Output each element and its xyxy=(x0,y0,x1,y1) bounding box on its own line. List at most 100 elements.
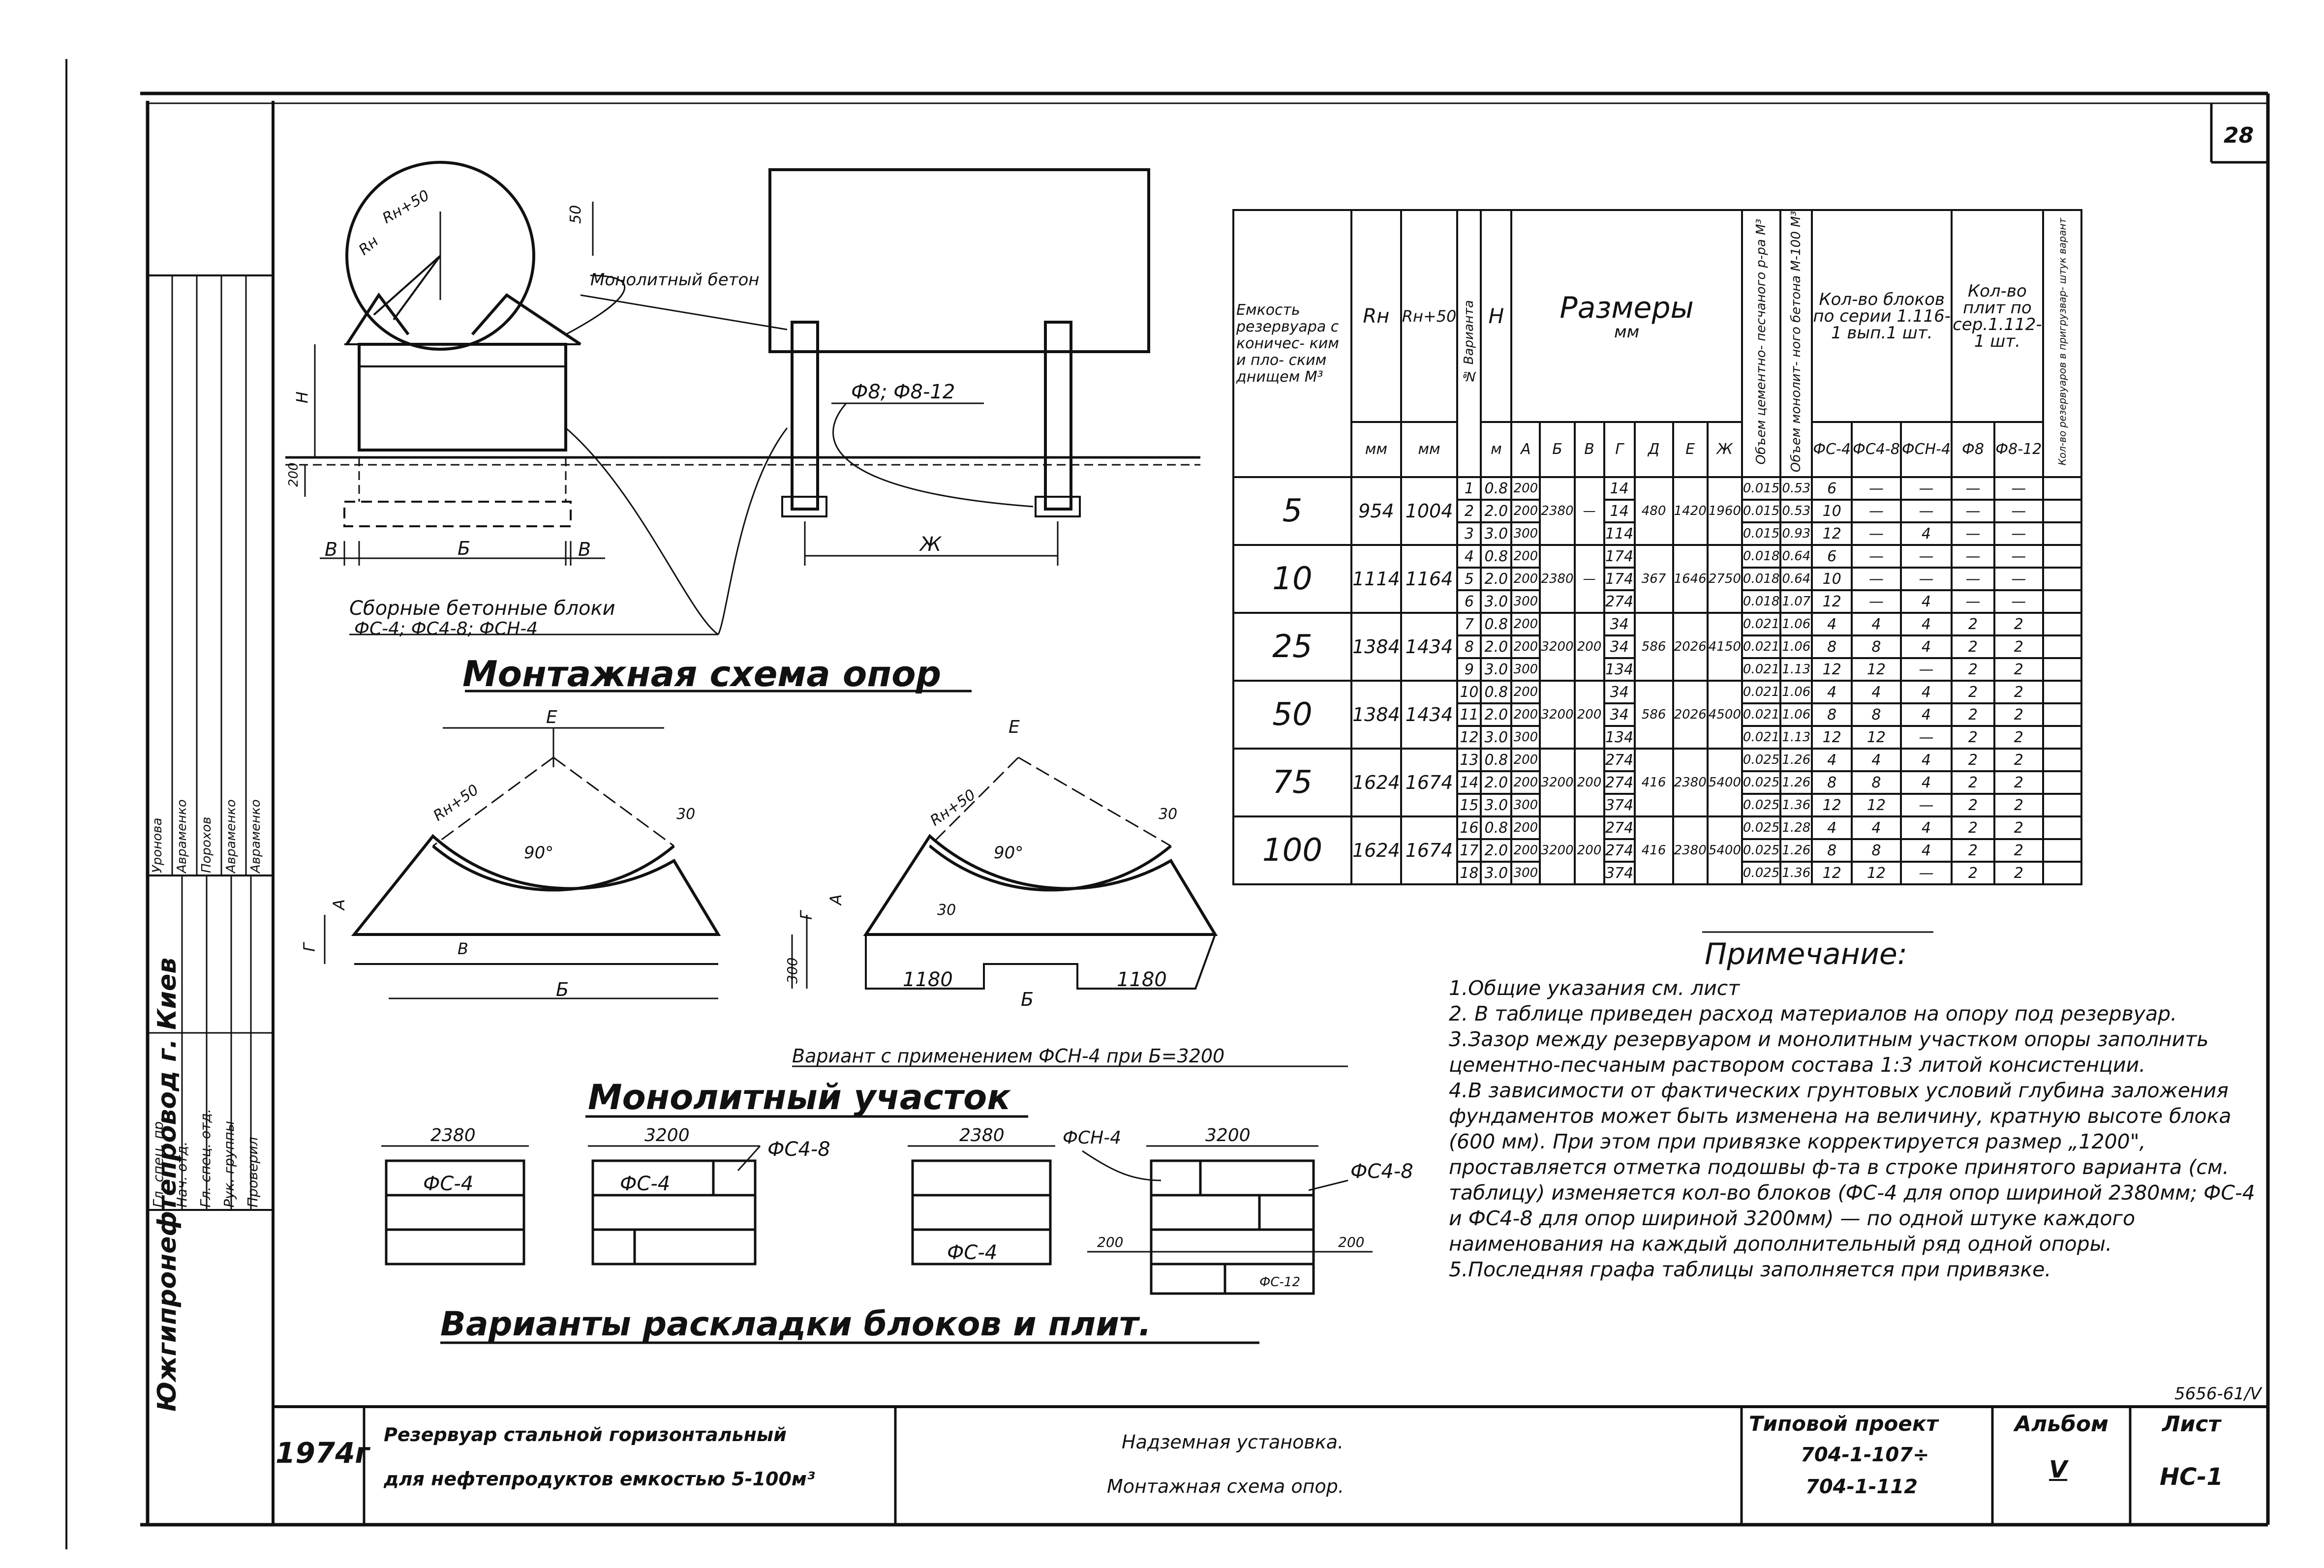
cell-vol1: 0.025 xyxy=(1741,815,1782,841)
cell-fs48: — xyxy=(1851,589,1902,614)
label-dim-200: 200 xyxy=(286,462,301,487)
cell-fs4: 6 xyxy=(1811,544,1853,569)
cell-a: 200 xyxy=(1510,748,1541,773)
cell-g: 274 xyxy=(1603,815,1636,841)
hdr-capacity: Емкость резервуара с коничес- ким и пло-… xyxy=(1232,209,1352,479)
cell-fsn4: 4 xyxy=(1899,815,1953,841)
letter-zh: Ж xyxy=(1706,421,1743,479)
cell-b: 3200 xyxy=(1539,748,1576,818)
cell-f8: 2 xyxy=(1951,815,1995,841)
role-2: Гл. спец. отд. xyxy=(197,1109,214,1207)
cell-fs48: — xyxy=(1851,476,1902,501)
label-dim1180-r: 1180 xyxy=(1117,968,1167,991)
cell-variant: 8 xyxy=(1456,634,1482,660)
cell-variant: 11 xyxy=(1456,702,1482,727)
tb-title-2: для нефтепродуктов емкостью 5-100м³ xyxy=(384,1468,815,1490)
cell-variant: 15 xyxy=(1456,793,1482,818)
cell-vol1: 0.021 xyxy=(1741,657,1782,682)
label-d2380-a: 2380 xyxy=(430,1125,476,1146)
cell-capacity: 5 xyxy=(1232,476,1352,546)
cell-vol2: 1.36 xyxy=(1779,861,1813,886)
cell-fs48: 4 xyxy=(1851,815,1902,841)
cell-fs48: 4 xyxy=(1851,680,1902,705)
cell-h: 2.0 xyxy=(1480,702,1513,727)
hdr-plates: Кол-во плит по сер.1.112-1 шт. xyxy=(1951,209,2044,423)
cell-anchor xyxy=(2042,521,2082,546)
cell-fsn4: — xyxy=(1899,567,1953,592)
cell-h: 3.0 xyxy=(1480,657,1513,682)
cell-f812: — xyxy=(1993,544,2044,569)
cell-vol1: 0.025 xyxy=(1741,748,1782,773)
cell-anchor xyxy=(2042,589,2082,614)
cell-d: 480 xyxy=(1633,476,1674,546)
cell-vol1: 0.015 xyxy=(1741,499,1782,524)
cell-f812: 2 xyxy=(1993,725,2044,750)
cell-h: 0.8 xyxy=(1480,680,1513,705)
cell-anchor xyxy=(2042,748,2082,773)
name-3: Авраменко xyxy=(224,799,239,873)
cell-rn: 1114 xyxy=(1350,544,1402,614)
cell-f812: 2 xyxy=(1993,657,2044,682)
cell-vol2: 1.06 xyxy=(1779,702,1813,727)
label-fs48-b: ФС4-8 xyxy=(1350,1160,1413,1183)
cell-variant: 10 xyxy=(1456,680,1482,705)
note-4: 4.В зависимости от фактических грунтовых… xyxy=(1449,1079,2255,1256)
tb-desc-1: Надземная установка. xyxy=(1122,1431,1344,1453)
cell-a: 200 xyxy=(1510,770,1541,795)
cell-e: 1646 xyxy=(1672,544,1709,614)
cell-h: 2.0 xyxy=(1480,770,1513,795)
cell-f812: — xyxy=(1993,567,2044,592)
label-dim30-right2: 30 xyxy=(937,902,956,919)
label-fsn4: ФСН-4 xyxy=(1063,1128,1121,1148)
cell-fsn4: 4 xyxy=(1899,748,1953,773)
cell-f8: — xyxy=(1951,476,1995,501)
cell-variant: 18 xyxy=(1456,861,1482,886)
cell-e: 2026 xyxy=(1672,680,1709,750)
cell-v: — xyxy=(1573,544,1605,614)
cell-v: 200 xyxy=(1573,612,1605,682)
cell-fsn4: — xyxy=(1899,499,1953,524)
cell-fs48: — xyxy=(1851,521,1902,546)
cell-vol2: 1.26 xyxy=(1779,748,1813,773)
cell-anchor xyxy=(2042,567,2082,592)
cell-f8: 2 xyxy=(1951,748,1995,773)
cell-f8: — xyxy=(1951,521,1995,546)
cell-fs4: 8 xyxy=(1811,634,1853,660)
cell-g: 14 xyxy=(1603,476,1636,501)
label-rn-plus-50: Rн+50 xyxy=(380,187,432,227)
cell-vol2: 0.64 xyxy=(1779,567,1813,592)
label-dim30-left: 30 xyxy=(676,806,695,823)
role-0: Гл. спец. пр. xyxy=(150,1116,166,1207)
cell-variant: 17 xyxy=(1456,838,1482,863)
cell-e: 2380 xyxy=(1672,748,1709,818)
role-4: Проверил xyxy=(245,1137,261,1207)
block-fs4: ФС-4 xyxy=(1811,421,1853,479)
cell-rn: 1384 xyxy=(1350,680,1402,750)
cell-e: 2380 xyxy=(1672,815,1709,886)
tb-album-value: V xyxy=(2049,1456,2068,1483)
cell-vol1: 0.021 xyxy=(1741,725,1782,750)
unit-h: м xyxy=(1480,421,1513,479)
cell-g: 274 xyxy=(1603,838,1636,863)
cell-vol2: 1.06 xyxy=(1779,680,1813,705)
cell-a: 300 xyxy=(1510,725,1541,750)
cell-g: 14 xyxy=(1603,499,1636,524)
cell-g: 134 xyxy=(1603,725,1636,750)
hdr-vol2: Объем монолит- ного бетона М-100 М³ xyxy=(1779,209,1813,479)
cell-e: 2026 xyxy=(1672,612,1709,682)
side-stamp-names: Уронова Авраменко Порохов Авраменко Авра… xyxy=(150,725,273,873)
cell-a: 300 xyxy=(1510,861,1541,886)
cell-h: 2.0 xyxy=(1480,634,1513,660)
